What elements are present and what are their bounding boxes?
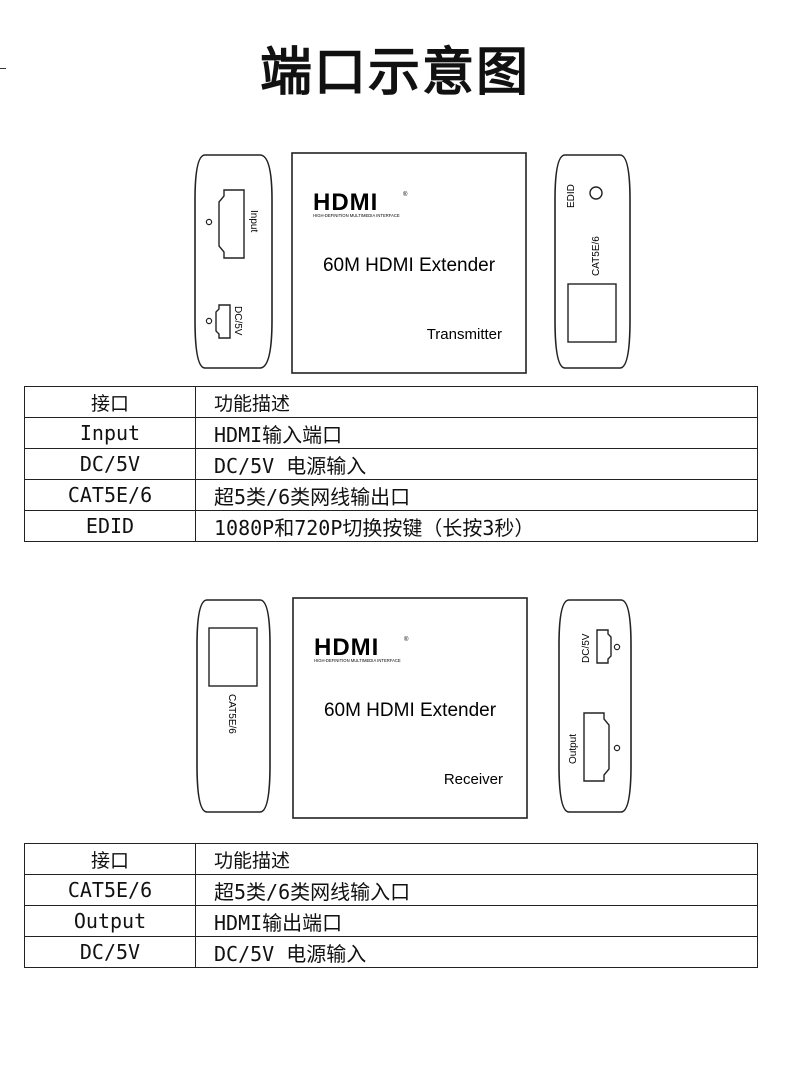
transmitter-right-panel: EDID CAT5E/6 xyxy=(554,154,631,369)
function-cell: DC/5V 电源输入 xyxy=(195,448,758,480)
header-function: 功能描述 xyxy=(195,843,758,875)
table-row: DC/5V DC/5V 电源输入 xyxy=(24,936,758,968)
hdmi-port-icon xyxy=(218,189,245,259)
port-label-edid: EDID xyxy=(566,184,577,208)
table-row: Input HDMI输入端口 xyxy=(24,417,758,449)
indicator-led-icon xyxy=(205,218,213,226)
port-cell: Input xyxy=(24,417,196,449)
header-port: 接口 xyxy=(24,843,196,875)
indicator-led-icon xyxy=(613,643,621,651)
hdmi-port-icon xyxy=(583,712,610,782)
port-label-output: Output xyxy=(568,734,579,764)
rj45-port-icon xyxy=(208,627,258,687)
svg-text:®: ® xyxy=(404,636,409,643)
receiver-diagram: CAT5E/6 HDMI ® HIGH-DEFINITION MULTIMEDI… xyxy=(196,597,632,819)
dc-port-icon xyxy=(596,629,612,664)
port-cell: Output xyxy=(24,905,196,937)
product-name: 60M HDMI Extender xyxy=(323,255,496,276)
port-cell: DC/5V xyxy=(24,936,196,968)
dc-port-icon xyxy=(215,304,231,339)
svg-text:®: ® xyxy=(403,191,408,198)
rj45-port-icon xyxy=(567,283,617,343)
receiver-left-panel: CAT5E/6 xyxy=(196,599,271,813)
port-label-dc: DC/5V xyxy=(232,306,243,336)
transmitter-port-table: 接口 功能描述 Input HDMI输入端口 DC/5V DC/5V 电源输入 … xyxy=(24,386,758,542)
brand-logo: HDMI xyxy=(314,634,379,661)
hdmi-logo-icon: HDMI ® HIGH-DEFINITION MULTIMEDIA INTERF… xyxy=(313,189,408,218)
transmitter-main-box: HDMI ® HIGH-DEFINITION MULTIMEDIA INTERF… xyxy=(291,152,527,374)
page-title: 端口示意图 xyxy=(259,43,530,103)
unit-label: Transmitter xyxy=(427,326,502,343)
function-cell: DC/5V 电源输入 xyxy=(195,936,758,968)
table-row: EDID 1080P和720P切换按键（长按3秒） xyxy=(24,510,758,542)
table-header-row: 接口 功能描述 xyxy=(24,843,758,875)
function-cell: HDMI输入端口 xyxy=(195,417,758,449)
brand-subtitle: HIGH-DEFINITION MULTIMEDIA INTERFACE xyxy=(314,658,401,663)
port-cell: DC/5V xyxy=(24,448,196,480)
port-label-cat: CAT5E/6 xyxy=(591,236,602,276)
brand-logo: HDMI xyxy=(313,189,378,216)
transmitter-diagram: Input DC/5V HDMI ® HIGH-DEFINITION MULTI… xyxy=(194,152,631,374)
receiver-right-panel: DC/5V Output xyxy=(558,599,632,813)
function-cell: 超5类/6类网线输入口 xyxy=(195,874,758,906)
function-cell: 1080P和720P切换按键（长按3秒） xyxy=(195,510,758,542)
receiver-port-table: 接口 功能描述 CAT5E/6 超5类/6类网线输入口 Output HDMI输… xyxy=(24,843,758,968)
header-port: 接口 xyxy=(24,386,196,418)
table-row: Output HDMI输出端口 xyxy=(24,905,758,937)
function-cell: 超5类/6类网线输出口 xyxy=(195,479,758,511)
port-label-dc: DC/5V xyxy=(581,633,592,663)
margin-tick xyxy=(0,68,6,69)
port-label-input: Input xyxy=(248,210,259,232)
transmitter-left-panel: Input DC/5V xyxy=(194,154,273,369)
hdmi-logo-icon: HDMI ® HIGH-DEFINITION MULTIMEDIA INTERF… xyxy=(314,634,409,663)
edid-button-icon xyxy=(589,186,603,200)
table-row: CAT5E/6 超5类/6类网线输入口 xyxy=(24,874,758,906)
product-name: 60M HDMI Extender xyxy=(324,700,497,721)
table-row: CAT5E/6 超5类/6类网线输出口 xyxy=(24,479,758,511)
unit-label: Receiver xyxy=(444,771,503,788)
header-function: 功能描述 xyxy=(195,386,758,418)
port-cell: EDID xyxy=(24,510,196,542)
port-cell: CAT5E/6 xyxy=(24,874,196,906)
table-row: DC/5V DC/5V 电源输入 xyxy=(24,448,758,480)
table-header-row: 接口 功能描述 xyxy=(24,386,758,418)
port-label-cat: CAT5E/6 xyxy=(226,694,237,734)
function-cell: HDMI输出端口 xyxy=(195,905,758,937)
port-cell: CAT5E/6 xyxy=(24,479,196,511)
brand-subtitle: HIGH-DEFINITION MULTIMEDIA INTERFACE xyxy=(313,213,400,218)
receiver-main-box: HDMI ® HIGH-DEFINITION MULTIMEDIA INTERF… xyxy=(292,597,528,819)
